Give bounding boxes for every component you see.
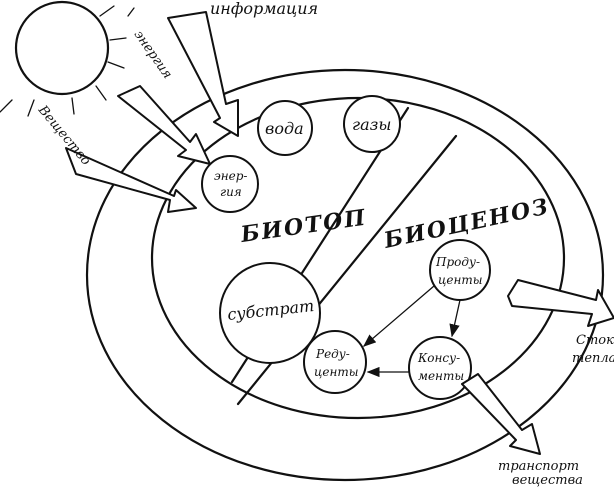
energy-input-arrow	[117, 85, 211, 165]
gases-node	[343, 95, 401, 153]
ecosystem-inner-circle	[150, 96, 566, 420]
ecosystem-outer-ring	[85, 68, 605, 482]
producers-label-2: центы	[438, 273, 483, 287]
reducers-label-1: Реду-	[315, 347, 350, 361]
producers-to-reducers-arrow	[363, 285, 435, 347]
consumers-label-2: менты	[418, 369, 464, 383]
energy-node	[201, 155, 259, 213]
substance-input-arrow	[65, 147, 197, 213]
consumers-node	[408, 336, 472, 400]
heat-label-2: тепла	[572, 351, 614, 366]
biotope-title: БИОТОП	[238, 205, 368, 249]
producers-node	[429, 239, 491, 301]
information-label: информация	[210, 0, 318, 18]
transport-label-2: вещества	[512, 473, 583, 488]
substrate-node	[219, 262, 321, 364]
heat-label-1: Сток	[576, 333, 614, 348]
energy-input-label: энергия	[131, 28, 175, 82]
heat-output-arrow	[507, 279, 614, 327]
water-label: вода	[265, 119, 304, 138]
water-node	[257, 100, 313, 156]
gases-label: газы	[352, 115, 391, 134]
transport-output-arrow	[461, 373, 541, 455]
energy-node-label-2: гия	[220, 185, 242, 199]
producers-to-consumers-arrow	[449, 299, 461, 338]
producers-label-1: Проду-	[435, 255, 480, 269]
reducers-node	[303, 330, 367, 394]
transport-label-1: транспорт	[498, 459, 579, 474]
sun-icon	[0, 0, 135, 117]
substance-label: Вещество	[34, 102, 93, 168]
energy-node-label-1: энер-	[214, 169, 247, 183]
information-input-arrow	[167, 11, 239, 137]
reducers-label-2: центы	[314, 365, 359, 379]
consumers-label-1: Консу-	[417, 351, 460, 365]
